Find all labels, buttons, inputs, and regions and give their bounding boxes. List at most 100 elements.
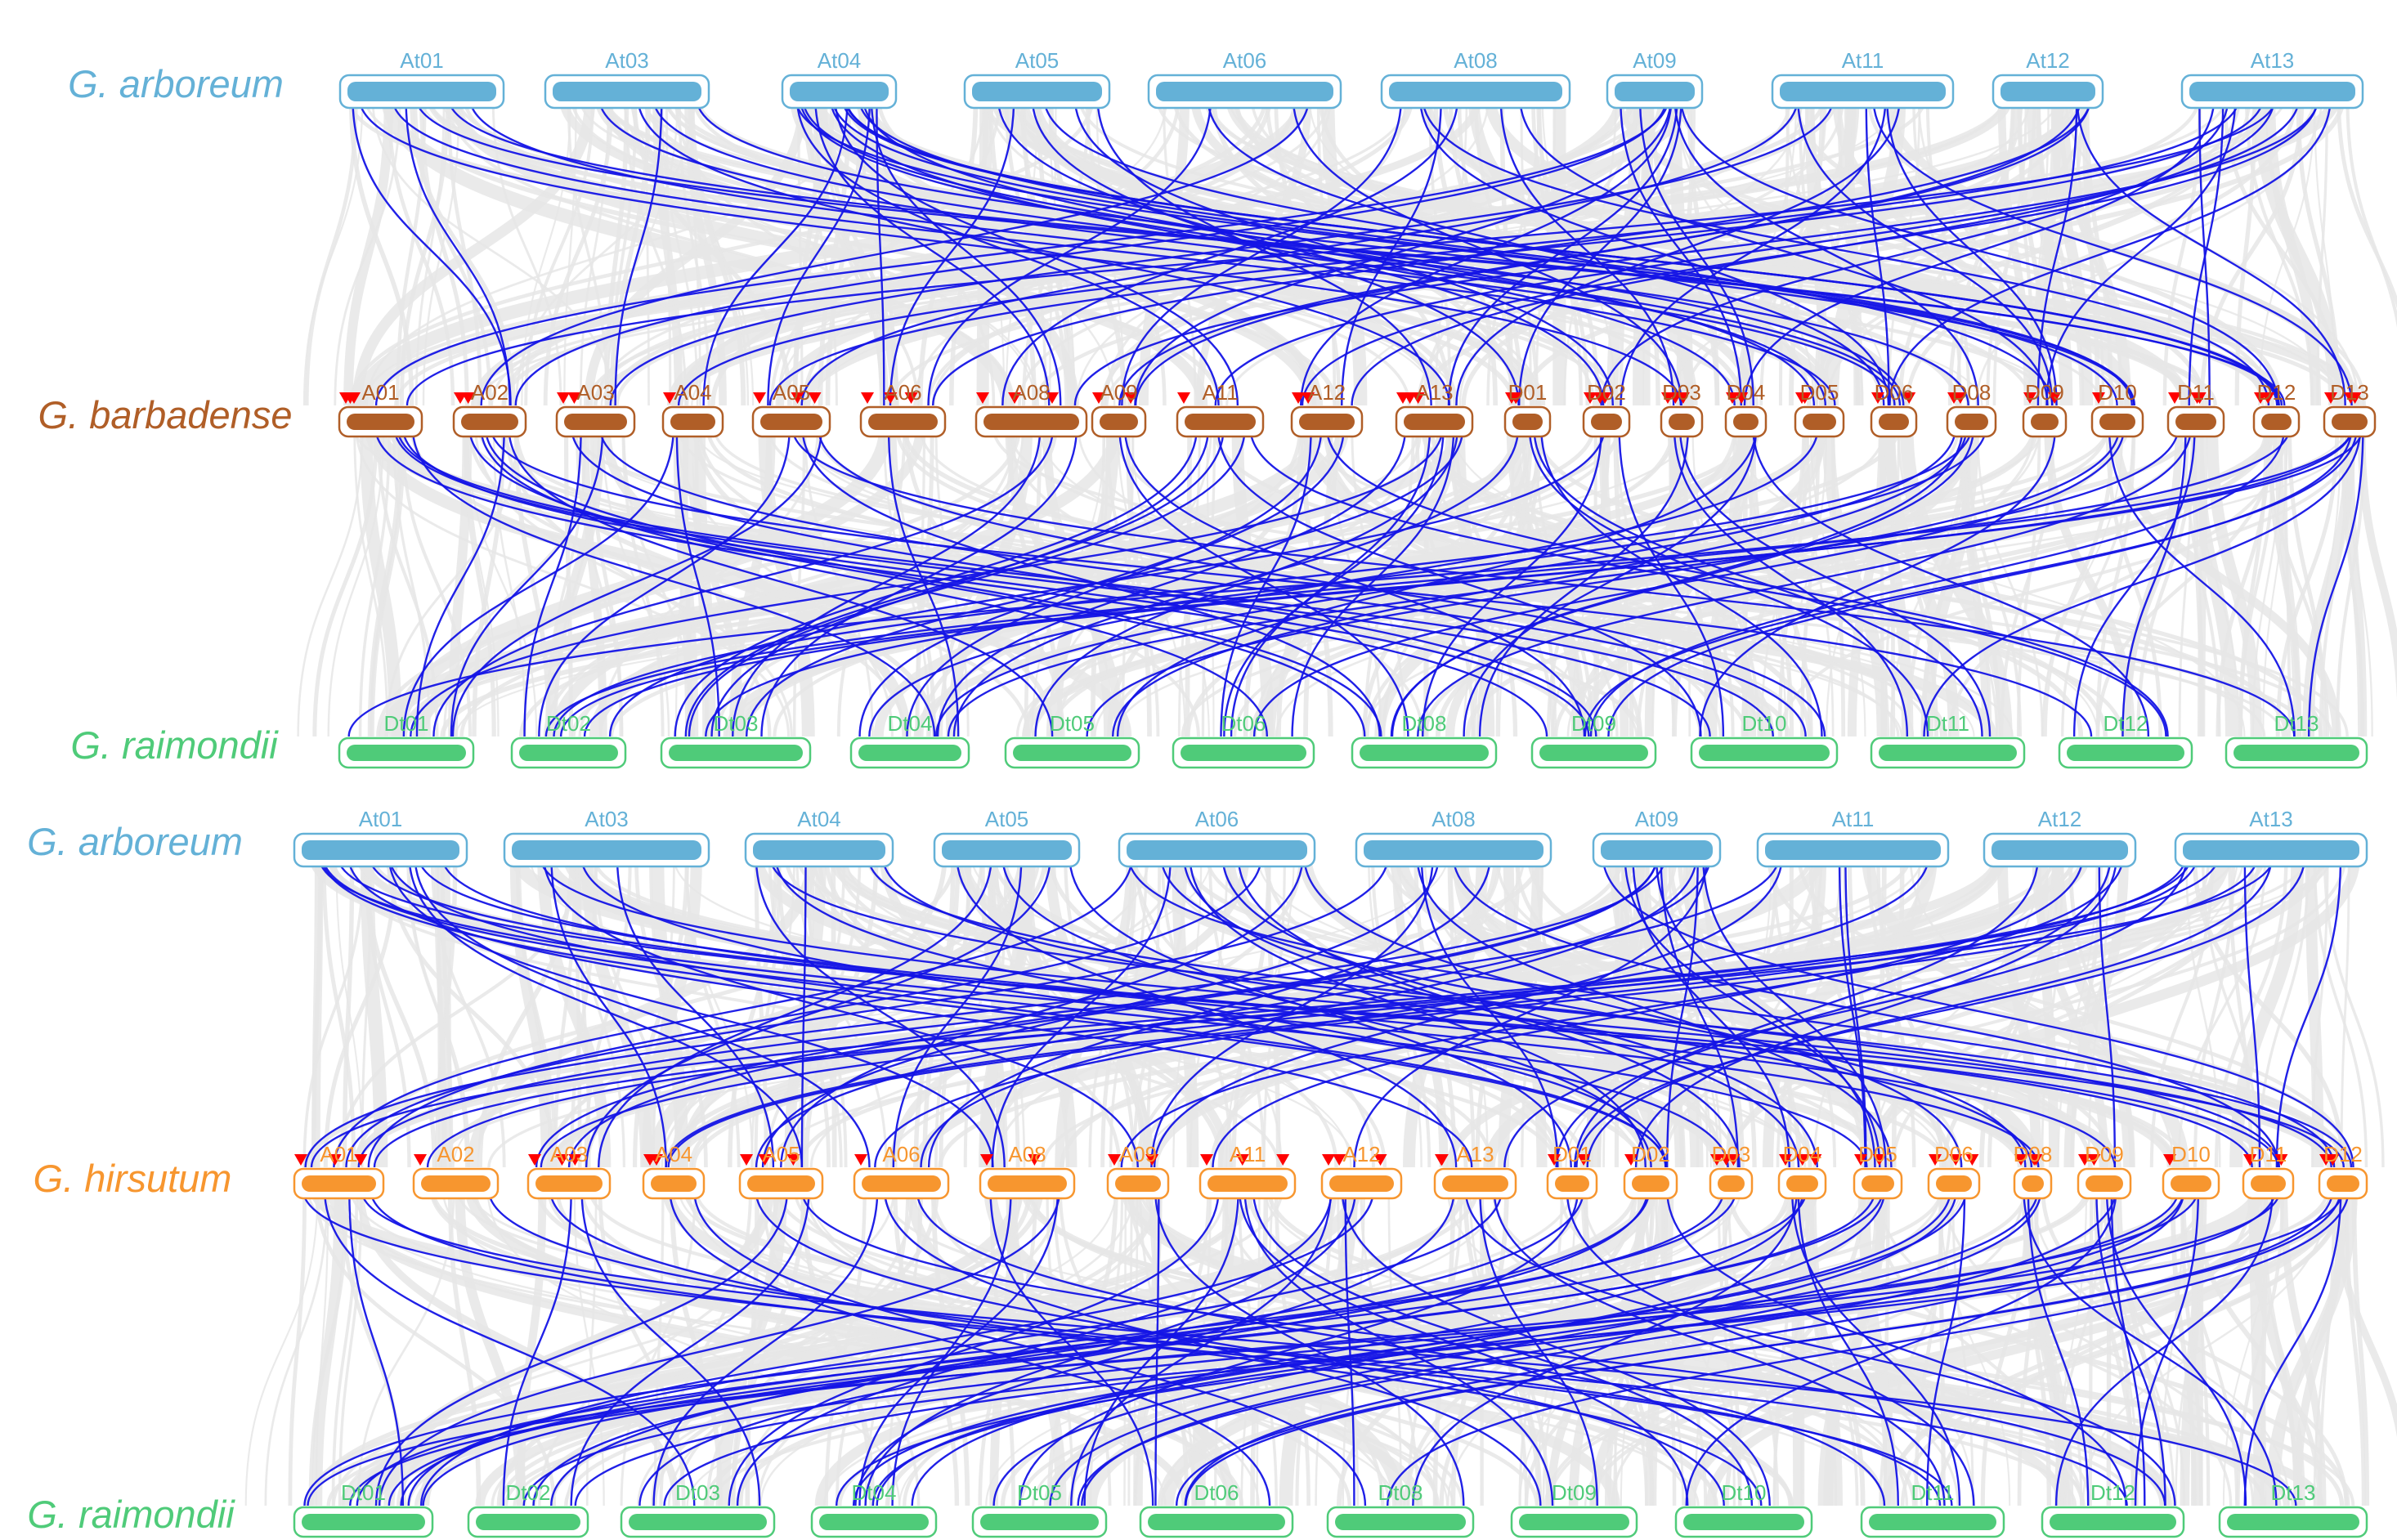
chromosome-D11[interactable] xyxy=(2242,1167,2295,1200)
chromosome-Dt05[interactable] xyxy=(971,1506,1108,1538)
chromosome-D03[interactable] xyxy=(1709,1167,1754,1200)
chromosome-D04[interactable] xyxy=(1724,405,1768,438)
chromosome-D12[interactable] xyxy=(2318,1167,2368,1200)
chromosome-Dt02[interactable] xyxy=(467,1506,589,1538)
chromosome-At09[interactable] xyxy=(1592,832,1722,868)
chromosome-At04[interactable] xyxy=(781,74,898,110)
chromosome-Dt06[interactable] xyxy=(1139,1506,1294,1538)
chromosome-Dt04[interactable] xyxy=(810,1506,938,1538)
chromosome-A13[interactable] xyxy=(1395,405,1474,438)
chromosome-Dt09[interactable] xyxy=(1530,736,1657,769)
chromosome-Dt09[interactable] xyxy=(1510,1506,1638,1538)
chromosome-Dt01[interactable] xyxy=(293,1506,434,1538)
chromosome-D13[interactable] xyxy=(2323,405,2377,438)
chromosome-At06[interactable] xyxy=(1118,832,1316,868)
chromosome-A08[interactable] xyxy=(979,1167,1076,1200)
chromosome-A11[interactable] xyxy=(1198,1167,1297,1200)
chromosome-Dt10[interactable] xyxy=(1690,736,1839,769)
chromosome-bar xyxy=(1780,82,1946,101)
chromosome-At13[interactable] xyxy=(2174,832,2368,868)
background-link xyxy=(1899,426,2013,737)
chromosome-At11[interactable] xyxy=(1756,832,1950,868)
gene-marker xyxy=(414,1154,427,1166)
chromosome-D02[interactable] xyxy=(1623,1167,1678,1200)
chromosome-A11[interactable] xyxy=(1176,405,1265,438)
chromosome-D02[interactable] xyxy=(1582,405,1631,438)
chromosome-Dt12[interactable] xyxy=(2058,736,2193,769)
chromosome-At13[interactable] xyxy=(2180,74,2364,110)
chromosome-bar xyxy=(1601,840,1713,860)
chromosome-label: D09 xyxy=(2025,380,2064,405)
chromosome-At05[interactable] xyxy=(963,74,1111,110)
chromosome-At12[interactable] xyxy=(1992,74,2104,110)
chromosome-A05[interactable] xyxy=(751,405,831,438)
chromosome-A04[interactable] xyxy=(642,1167,706,1200)
chromosome-At06[interactable] xyxy=(1147,74,1342,110)
chromosome-Dt02[interactable] xyxy=(510,736,627,769)
highlighted-link xyxy=(352,96,512,406)
chromosome-Dt05[interactable] xyxy=(1004,736,1140,769)
chromosome-Dt08[interactable] xyxy=(1351,736,1498,769)
chromosome-A06[interactable] xyxy=(859,405,947,438)
chromosome-Dt04[interactable] xyxy=(849,736,970,769)
chromosome-A12[interactable] xyxy=(1320,1167,1403,1200)
chromosome-At12[interactable] xyxy=(1983,832,2137,868)
chromosome-At11[interactable] xyxy=(1771,74,1955,110)
chromosome-D05[interactable] xyxy=(1794,405,1845,438)
chromosome-At01[interactable] xyxy=(293,832,468,868)
chromosome-D01[interactable] xyxy=(1546,1167,1598,1200)
chromosome-At09[interactable] xyxy=(1606,74,1704,110)
chromosome-Dt08[interactable] xyxy=(1326,1506,1475,1538)
chromosome-A01[interactable] xyxy=(338,405,423,438)
chromosome-A02[interactable] xyxy=(452,405,527,438)
chromosome-At05[interactable] xyxy=(933,832,1081,868)
chromosome-A08[interactable] xyxy=(974,405,1088,438)
chromosome-At08[interactable] xyxy=(1355,832,1552,868)
chromosome-Dt11[interactable] xyxy=(1860,1506,2005,1538)
chromosome-A05[interactable] xyxy=(738,1167,824,1200)
chromosome-At03[interactable] xyxy=(544,74,710,110)
chromosome-Dt03[interactable] xyxy=(620,1506,776,1538)
chromosome-Dt06[interactable] xyxy=(1172,736,1315,769)
chromosome-A09[interactable] xyxy=(1091,405,1147,438)
chromosome-At03[interactable] xyxy=(503,832,710,868)
background-link xyxy=(2050,96,2094,406)
chromosome-A06[interactable] xyxy=(853,1167,950,1200)
chromosome-At04[interactable] xyxy=(744,832,894,868)
chromosome-Dt13[interactable] xyxy=(2218,1506,2368,1538)
chromosome-A13[interactable] xyxy=(1433,1167,1517,1200)
chromosome-D01[interactable] xyxy=(1503,405,1552,438)
chromosome-Dt11[interactable] xyxy=(1870,736,2026,769)
chromosome-A12[interactable] xyxy=(1290,405,1364,438)
chromosome-D08[interactable] xyxy=(1946,405,1997,438)
chromosome-A03[interactable] xyxy=(555,405,636,438)
chromosome-At08[interactable] xyxy=(1380,74,1571,110)
chromosome-Dt10[interactable] xyxy=(1674,1506,1813,1538)
chromosome-A01[interactable] xyxy=(293,1167,385,1200)
chromosome-bar xyxy=(1185,414,1256,430)
chromosome-Dt01[interactable] xyxy=(338,736,475,769)
chromosome-A03[interactable] xyxy=(526,1167,612,1200)
chromosome-D10[interactable] xyxy=(2162,1167,2220,1200)
chromosome-D03[interactable] xyxy=(1660,405,1704,438)
background-link xyxy=(949,96,989,406)
chromosome-D09[interactable] xyxy=(2022,405,2068,438)
chromosome-Dt03[interactable] xyxy=(660,736,812,769)
chromosome-D08[interactable] xyxy=(2013,1167,2053,1200)
highlighted-link xyxy=(414,854,871,1168)
chromosome-Dt12[interactable] xyxy=(2041,1506,2185,1538)
chromosome-D09[interactable] xyxy=(2077,1167,2132,1200)
chromosome-D06[interactable] xyxy=(1927,1167,1981,1200)
chromosome-D12[interactable] xyxy=(2252,405,2301,438)
chromosome-A02[interactable] xyxy=(412,1167,500,1200)
chromosome-D11[interactable] xyxy=(2166,405,2225,438)
chromosome-D05[interactable] xyxy=(1853,1167,1903,1200)
chromosome-At01[interactable] xyxy=(338,74,505,110)
chromosome-A09[interactable] xyxy=(1106,1167,1170,1200)
chromosome-D04[interactable] xyxy=(1777,1167,1827,1200)
chromosome-A04[interactable] xyxy=(661,405,724,438)
chromosome-D10[interactable] xyxy=(2090,405,2144,438)
chromosome-Dt13[interactable] xyxy=(2225,736,2368,769)
chromosome-D06[interactable] xyxy=(1870,405,1918,438)
